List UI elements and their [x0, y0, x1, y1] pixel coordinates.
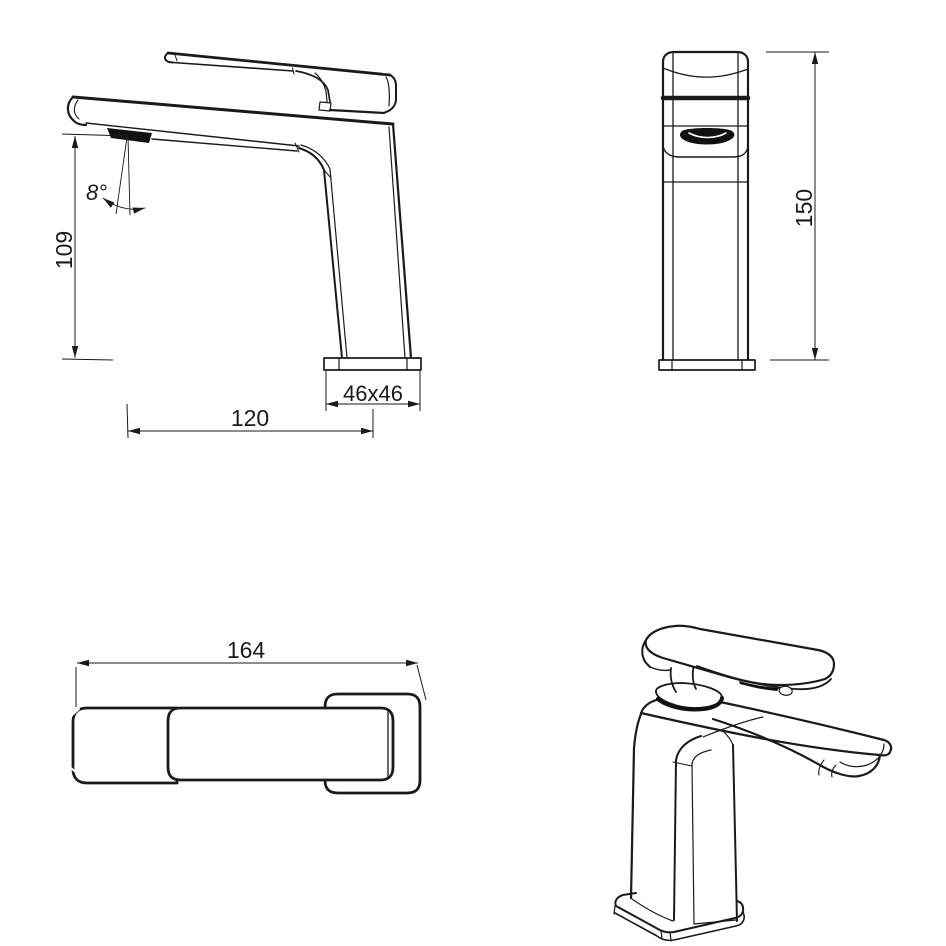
- base-plate: [323, 357, 422, 371]
- top-spout-outline: [166, 706, 395, 782]
- front-spout-bottom: [662, 146, 749, 158]
- angle-line-slanted: [115, 136, 128, 215]
- top-handle-corner-tick-1: [70, 708, 80, 717]
- witness-109-top: [61, 133, 129, 137]
- leg-front-inner: [300, 144, 348, 359]
- persp-plate-tick-front2: [669, 931, 672, 942]
- leg-front-outer: [298, 147, 343, 359]
- dim-label-angle: 8°: [86, 180, 107, 205]
- top-view: [70, 692, 422, 795]
- dim-label-46x46: 46x46: [343, 381, 403, 406]
- front-spout-lens-highlight: [688, 132, 727, 139]
- handle-neck-tick: [292, 67, 295, 75]
- persp-spout-back-underside: [702, 716, 764, 738]
- leg-back-inner: [388, 126, 406, 359]
- leg-back-outer: [391, 122, 413, 360]
- persp-plate-tick-front1: [660, 929, 663, 940]
- dim-label-109: 109: [51, 231, 77, 269]
- persp-plate-top: [614, 892, 745, 934]
- persp-leg-corner-outer: [673, 735, 702, 921]
- side-view: [66, 51, 422, 371]
- persp-spout-band-arc2: [831, 764, 837, 778]
- spout-top-edge: [71, 95, 395, 126]
- persp-plate-tick-right: [742, 907, 745, 917]
- persp-dome-shadow: [656, 696, 724, 712]
- persp-leg-right-edge: [732, 744, 738, 922]
- persp-handle-rear-drop: [778, 685, 793, 696]
- top-handle-corner-tick-2: [70, 767, 80, 776]
- persp-neck-outer: [669, 667, 677, 693]
- persp-handle-gap-sliver: [739, 681, 779, 691]
- corner-tick-top: [294, 142, 300, 153]
- handle-tip: [163, 52, 174, 64]
- persp-leg-right-top: [723, 731, 734, 746]
- perspective-view: [613, 624, 893, 942]
- front-spout-lens: [679, 128, 735, 145]
- handle-neck-inner: [314, 72, 328, 103]
- witness-109-bottom: [61, 358, 114, 361]
- witness-164-right: [416, 664, 427, 701]
- persp-leg-left-edge: [629, 712, 643, 900]
- handle-tip-tick: [174, 54, 178, 62]
- spout-left-cap: [66, 95, 88, 127]
- handle-rear-cap: [383, 74, 397, 114]
- persp-leg-seam-right: [693, 919, 737, 925]
- witness-120-left: [126, 403, 129, 439]
- handle-top-edge: [166, 51, 392, 77]
- persp-plate-tick-left: [613, 905, 616, 915]
- angle-arc: [102, 197, 146, 214]
- persp-leg-seam-left: [631, 898, 674, 922]
- spout-inner-edge: [85, 122, 300, 147]
- persp-handle-underside-left: [649, 666, 671, 672]
- top-handle-outline: [71, 706, 179, 785]
- handle-bottom-edge: [172, 61, 294, 72]
- front-view: [658, 50, 756, 371]
- angle-line-vertical: [127, 136, 131, 216]
- spout-underside-edge: [151, 138, 298, 152]
- persp-handle-left-cap: [641, 639, 651, 668]
- handle-rear-cap-inner: [385, 76, 390, 107]
- spout-left-cap-inner: [73, 99, 80, 120]
- front-base-plate: [658, 359, 756, 371]
- persp-handle-top-face: [644, 624, 836, 687]
- handle-neck-outer: [295, 70, 331, 103]
- front-handle-curve: [662, 67, 749, 78]
- front-outline: [661, 50, 750, 363]
- corner-tick-bottom: [323, 169, 332, 179]
- side-view-dimensions: [61, 133, 421, 439]
- dim-label-120: 120: [231, 405, 269, 431]
- persp-leg-corner-tick: [672, 761, 693, 767]
- persp-spout-band-arc1: [818, 759, 825, 776]
- handle-underside: [328, 108, 386, 115]
- persp-spout-cap-inner: [839, 743, 885, 768]
- persp-leg-corner-inner: [691, 749, 712, 925]
- dim-label-164: 164: [227, 637, 266, 663]
- front-view-dimensions: [766, 51, 829, 361]
- aerator: [107, 128, 152, 143]
- persp-plate-band: [614, 912, 745, 942]
- dim-label-150: 150: [791, 189, 817, 227]
- top-view-dimensions: [75, 659, 427, 707]
